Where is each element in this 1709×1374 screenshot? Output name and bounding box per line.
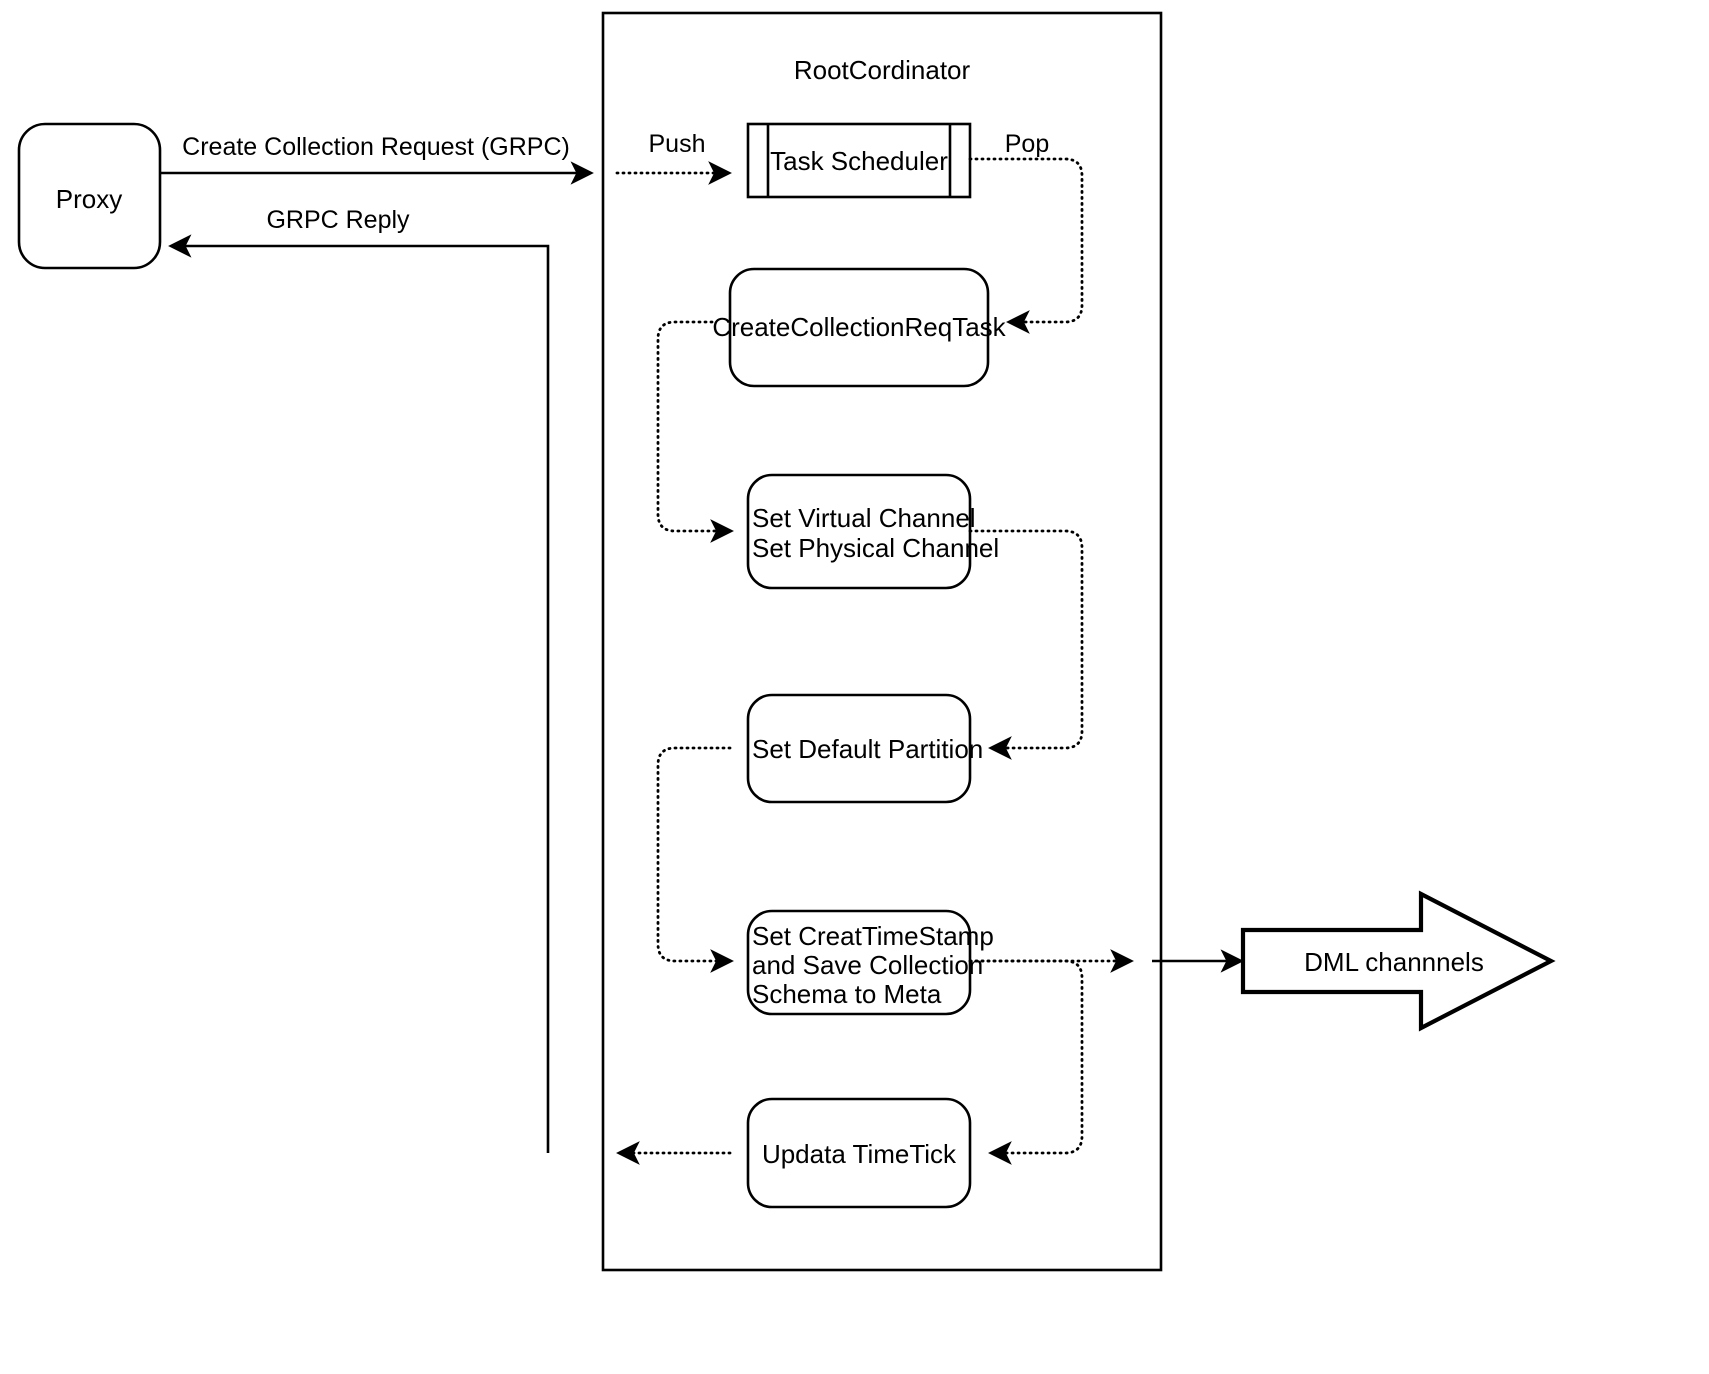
node-proxy[interactable] (17, 122, 162, 270)
node-proxy-label: Proxy (56, 184, 122, 214)
edge-task-to-channels (656, 320, 734, 543)
node-set-timestamp-label-line1: Set CreatTimeStamp (752, 921, 994, 951)
node-task-scheduler[interactable] (746, 122, 972, 199)
edge-timestamp-to-timetick (968, 959, 1084, 1165)
rootcordinator-label: RootCordinator (794, 55, 971, 85)
node-set-default-partition-label: Set Default Partition (752, 734, 983, 764)
node-create-collection-req-task-label: CreateCollectionReqTask (712, 312, 1006, 342)
node-set-timestamp-label-line3: Schema to Meta (752, 979, 942, 1009)
node-set-timestamp-label-line2: and Save Collection (752, 950, 983, 980)
edge-partition-to-timestamp (656, 746, 734, 973)
node-updata-timetick-label: Updata TimeTick (762, 1139, 957, 1169)
node-dml-channels[interactable] (1240, 890, 1556, 1032)
edge-push-label: Push (649, 130, 706, 158)
node-set-channels-label-line2: Set Physical Channel (752, 533, 999, 563)
node-task-scheduler-label: Task Scheduler (770, 146, 948, 176)
node-set-default-partition[interactable] (746, 693, 972, 804)
node-set-timestamp[interactable] (746, 909, 972, 1016)
edge-channels-to-partition (968, 529, 1084, 760)
node-set-channels-label-line1: Set Virtual Channel (752, 503, 976, 533)
node-updata-timetick[interactable] (746, 1097, 972, 1209)
node-dml-channels-label: DML channnels (1304, 947, 1484, 977)
edge-create-collection-request-label: Create Collection Request (GRPC) (182, 133, 570, 161)
edge-grpc-reply (168, 234, 550, 1153)
rootcordinator-container (601, 11, 1163, 1272)
edge-pop-label: Pop (1005, 130, 1049, 158)
edge-grpc-reply-label: GRPC Reply (266, 206, 410, 234)
node-create-collection-req-task[interactable] (728, 267, 990, 388)
edge-pop (968, 157, 1084, 334)
